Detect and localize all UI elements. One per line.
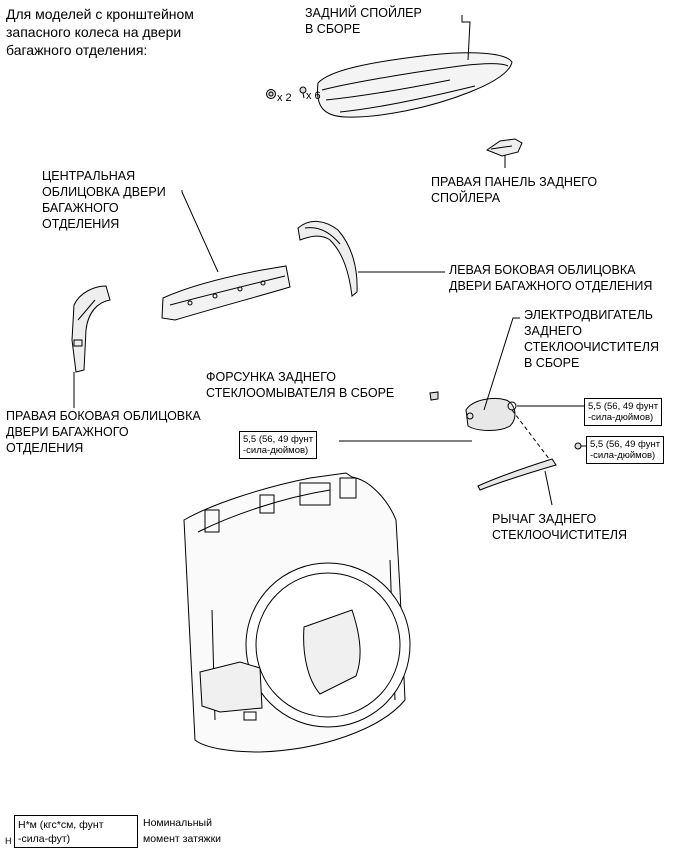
washer-nozzle-drawing <box>429 391 439 401</box>
legend-marker: Н <box>5 836 12 846</box>
right-side-trim-drawing <box>71 285 111 373</box>
label-right-side-trim: ПРАВАЯ БОКОВАЯ ОБЛИЦОВКА ДВЕРИ БАГАЖНОГО… <box>6 409 201 455</box>
label-center-trim: ЦЕНТРАЛЬНАЯ ОБЛИЦОВКА ДВЕРИ БАГАЖНОГО ОТ… <box>42 169 166 231</box>
label-rear-spoiler: ЗАДНИЙ СПОЙЛЕР В СБОРЕ <box>305 6 422 36</box>
left-side-trim-drawing <box>297 221 358 297</box>
back-door-drawing <box>183 472 411 753</box>
label-wiper-motor: ЭЛЕКТРОДВИГАТЕЛЬ ЗАДНЕГО СТЕКЛООЧИСТИТЕЛ… <box>524 308 659 370</box>
center-trim-drawing <box>161 265 291 321</box>
torque-box-arm-nut: 5,5 (56, 49 фунт -сила-дюймов) <box>586 436 665 464</box>
label-screw-qty: x 6 <box>306 90 321 102</box>
legend-torque-unit-box: Н*м (кгс*см, фунт -сила-фут) <box>14 815 138 848</box>
right-spoiler-panel-drawing <box>485 138 523 157</box>
label-right-spoiler-panel: ПРАВАЯ ПАНЕЛЬ ЗАДНЕГО СПОЙЛЕРА <box>431 175 598 205</box>
spoiler-clip-drawing <box>266 89 276 99</box>
rear-spoiler-drawing <box>316 52 513 118</box>
label-left-side-trim: ЛЕВАЯ БОКОВАЯ ОБЛИЦОВКА ДВЕРИ БАГАЖНОГО … <box>449 263 653 293</box>
label-washer-nozzle: ФОРСУНКА ЗАДНЕГО СТЕКЛООМЫВАТЕЛЯ В СБОРЕ <box>206 370 395 400</box>
label-clip-qty: x 2 <box>277 92 292 104</box>
spoiler-screw-drawing <box>299 86 307 99</box>
label-wiper-arm: РЫЧАГ ЗАДНЕГО СТЕКЛООЧИСТИТЕЛЯ <box>492 512 627 542</box>
wiper-arm-drawing <box>477 458 557 491</box>
page-title: Для моделей с кронштейном запасного коле… <box>6 6 194 58</box>
torque-box-motor-right: 5,5 (56, 49 фунт -сила-дюймов) <box>584 398 663 426</box>
legend-description: Номинальный момент затяжки <box>143 817 222 845</box>
wiper-motor-drawing <box>465 397 517 431</box>
torque-box-motor-left: 5,5 (56, 49 фунт -сила-дюймов) <box>239 431 318 459</box>
